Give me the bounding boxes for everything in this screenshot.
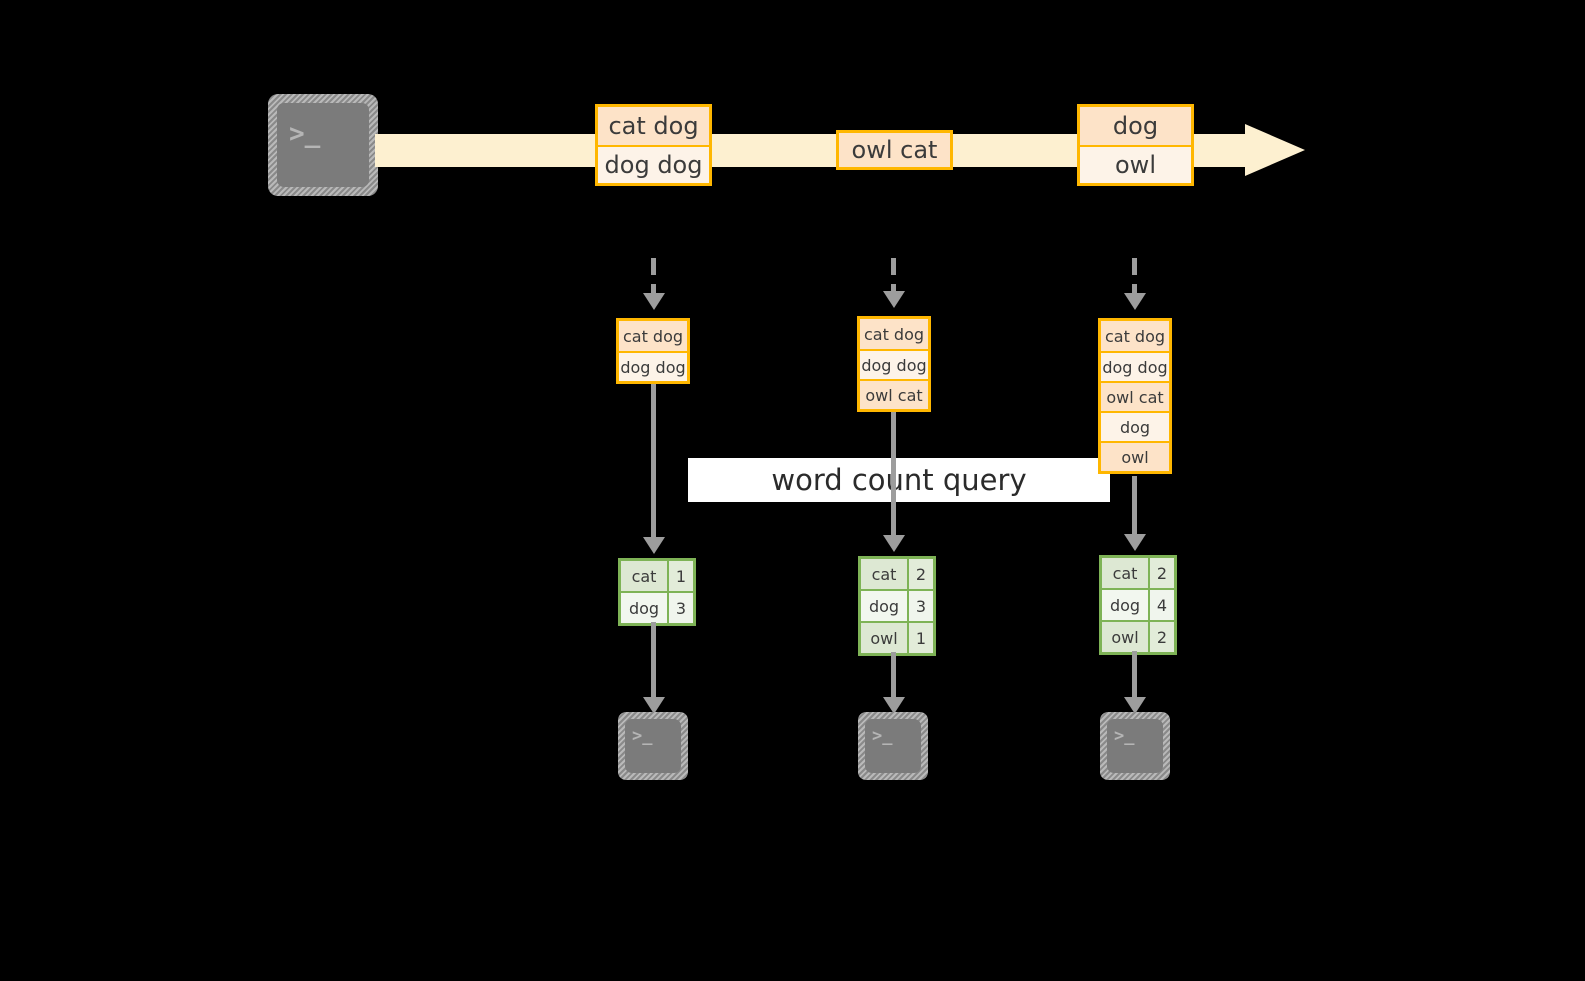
record-line: cat dog — [598, 107, 709, 145]
snapshot-1-result-table: cat 1 dog 3 — [618, 558, 696, 626]
snapshot-2-result-table: cat 2 dog 3 owl 1 — [858, 556, 936, 656]
result-count: 1 — [667, 561, 693, 591]
snapshot-2-output-connector — [891, 652, 896, 700]
table-row: cat 1 — [621, 561, 693, 591]
stack-line: dog — [1101, 411, 1169, 441]
result-count: 3 — [667, 593, 693, 623]
table-row: dog 3 — [621, 591, 693, 623]
snapshot-1-query-arrowhead — [643, 537, 665, 554]
stack-line: dog dog — [1101, 351, 1169, 381]
consumer-terminal-icon-3: >_ — [1100, 712, 1170, 780]
stack-line: owl — [1101, 441, 1169, 471]
snapshot-3-dashed-connector — [1132, 258, 1137, 298]
terminal-prompt-glyph: >_ — [872, 726, 893, 746]
result-count: 2 — [907, 559, 933, 589]
terminal-screen: >_ — [277, 103, 369, 187]
terminal-screen: >_ — [625, 719, 681, 773]
terminal-prompt-glyph: >_ — [632, 726, 653, 746]
snapshot-3-result-table: cat 2 dog 4 owl 2 — [1099, 555, 1177, 655]
consumer-terminal-icon-1: >_ — [618, 712, 688, 780]
snapshot-2-dashed-connector — [891, 258, 896, 296]
result-word: dog — [621, 593, 667, 623]
table-row: cat 2 — [861, 559, 933, 589]
terminal-prompt-glyph: >_ — [1114, 726, 1135, 746]
query-label: word count query — [688, 458, 1110, 502]
record-line: owl — [1080, 145, 1191, 183]
snapshot-1-output-connector — [651, 622, 656, 700]
stream-record-2: owl cat — [836, 130, 953, 170]
snapshot-2-output-arrowhead — [883, 697, 905, 714]
snapshot-3-output-connector — [1132, 651, 1137, 700]
consumer-terminal-icon-2: >_ — [858, 712, 928, 780]
snapshot-3-output-arrowhead — [1124, 697, 1146, 714]
snapshot-2-input-stack: cat dog dog dog owl cat — [857, 316, 931, 412]
snapshot-2-query-connector-overlay — [891, 458, 896, 502]
snapshot-1-dashed-connector — [651, 258, 656, 298]
table-row: dog 3 — [861, 589, 933, 621]
table-row: dog 4 — [1102, 588, 1174, 620]
stack-line: owl cat — [1101, 381, 1169, 411]
result-word: owl — [861, 623, 907, 653]
result-word: owl — [1102, 622, 1148, 652]
result-word: dog — [1102, 590, 1148, 620]
result-word: cat — [621, 561, 667, 591]
snapshot-3-query-connector — [1132, 476, 1137, 536]
snapshot-1-query-connector-overlay — [651, 458, 656, 502]
stack-line: cat dog — [860, 319, 928, 349]
table-row: owl 1 — [861, 621, 933, 653]
record-line: dog dog — [598, 145, 709, 183]
snapshot-3-input-stack-overlay: cat dog dog dog owl cat dog owl — [1098, 318, 1172, 474]
stream-record-3: dog owl — [1077, 104, 1194, 186]
stack-line: cat dog — [619, 321, 687, 351]
snapshot-1-dashed-arrowhead — [643, 293, 665, 310]
terminal-screen: >_ — [1107, 719, 1163, 773]
result-word: cat — [861, 559, 907, 589]
snapshot-3-dashed-arrowhead — [1124, 293, 1146, 310]
table-row: owl 2 — [1102, 620, 1174, 652]
snapshot-2-dashed-arrowhead — [883, 291, 905, 308]
result-word: dog — [861, 591, 907, 621]
producer-terminal-icon: >_ — [268, 94, 378, 196]
stack-line: dog dog — [860, 349, 928, 379]
query-label-text: word count query — [771, 463, 1027, 497]
result-word: cat — [1102, 558, 1148, 588]
result-count: 1 — [907, 623, 933, 653]
result-count: 2 — [1148, 558, 1174, 588]
terminal-prompt-glyph: >_ — [289, 119, 321, 149]
stack-line: cat dog — [1101, 321, 1169, 351]
snapshot-1-input-stack: cat dog dog dog — [616, 318, 690, 384]
result-count: 4 — [1148, 590, 1174, 620]
terminal-screen: >_ — [865, 719, 921, 773]
stream-record-1: cat dog dog dog — [595, 104, 712, 186]
stack-line: owl cat — [860, 379, 928, 409]
snapshot-3-query-arrowhead — [1124, 534, 1146, 551]
snapshot-1-output-arrowhead — [643, 697, 665, 714]
result-count: 3 — [907, 591, 933, 621]
snapshot-2-query-arrowhead — [883, 535, 905, 552]
stack-line: dog dog — [619, 351, 687, 381]
record-line: dog — [1080, 107, 1191, 145]
record-line: owl cat — [839, 133, 950, 167]
result-count: 2 — [1148, 622, 1174, 652]
stream-arrow-head — [1245, 124, 1305, 176]
table-row: cat 2 — [1102, 558, 1174, 588]
